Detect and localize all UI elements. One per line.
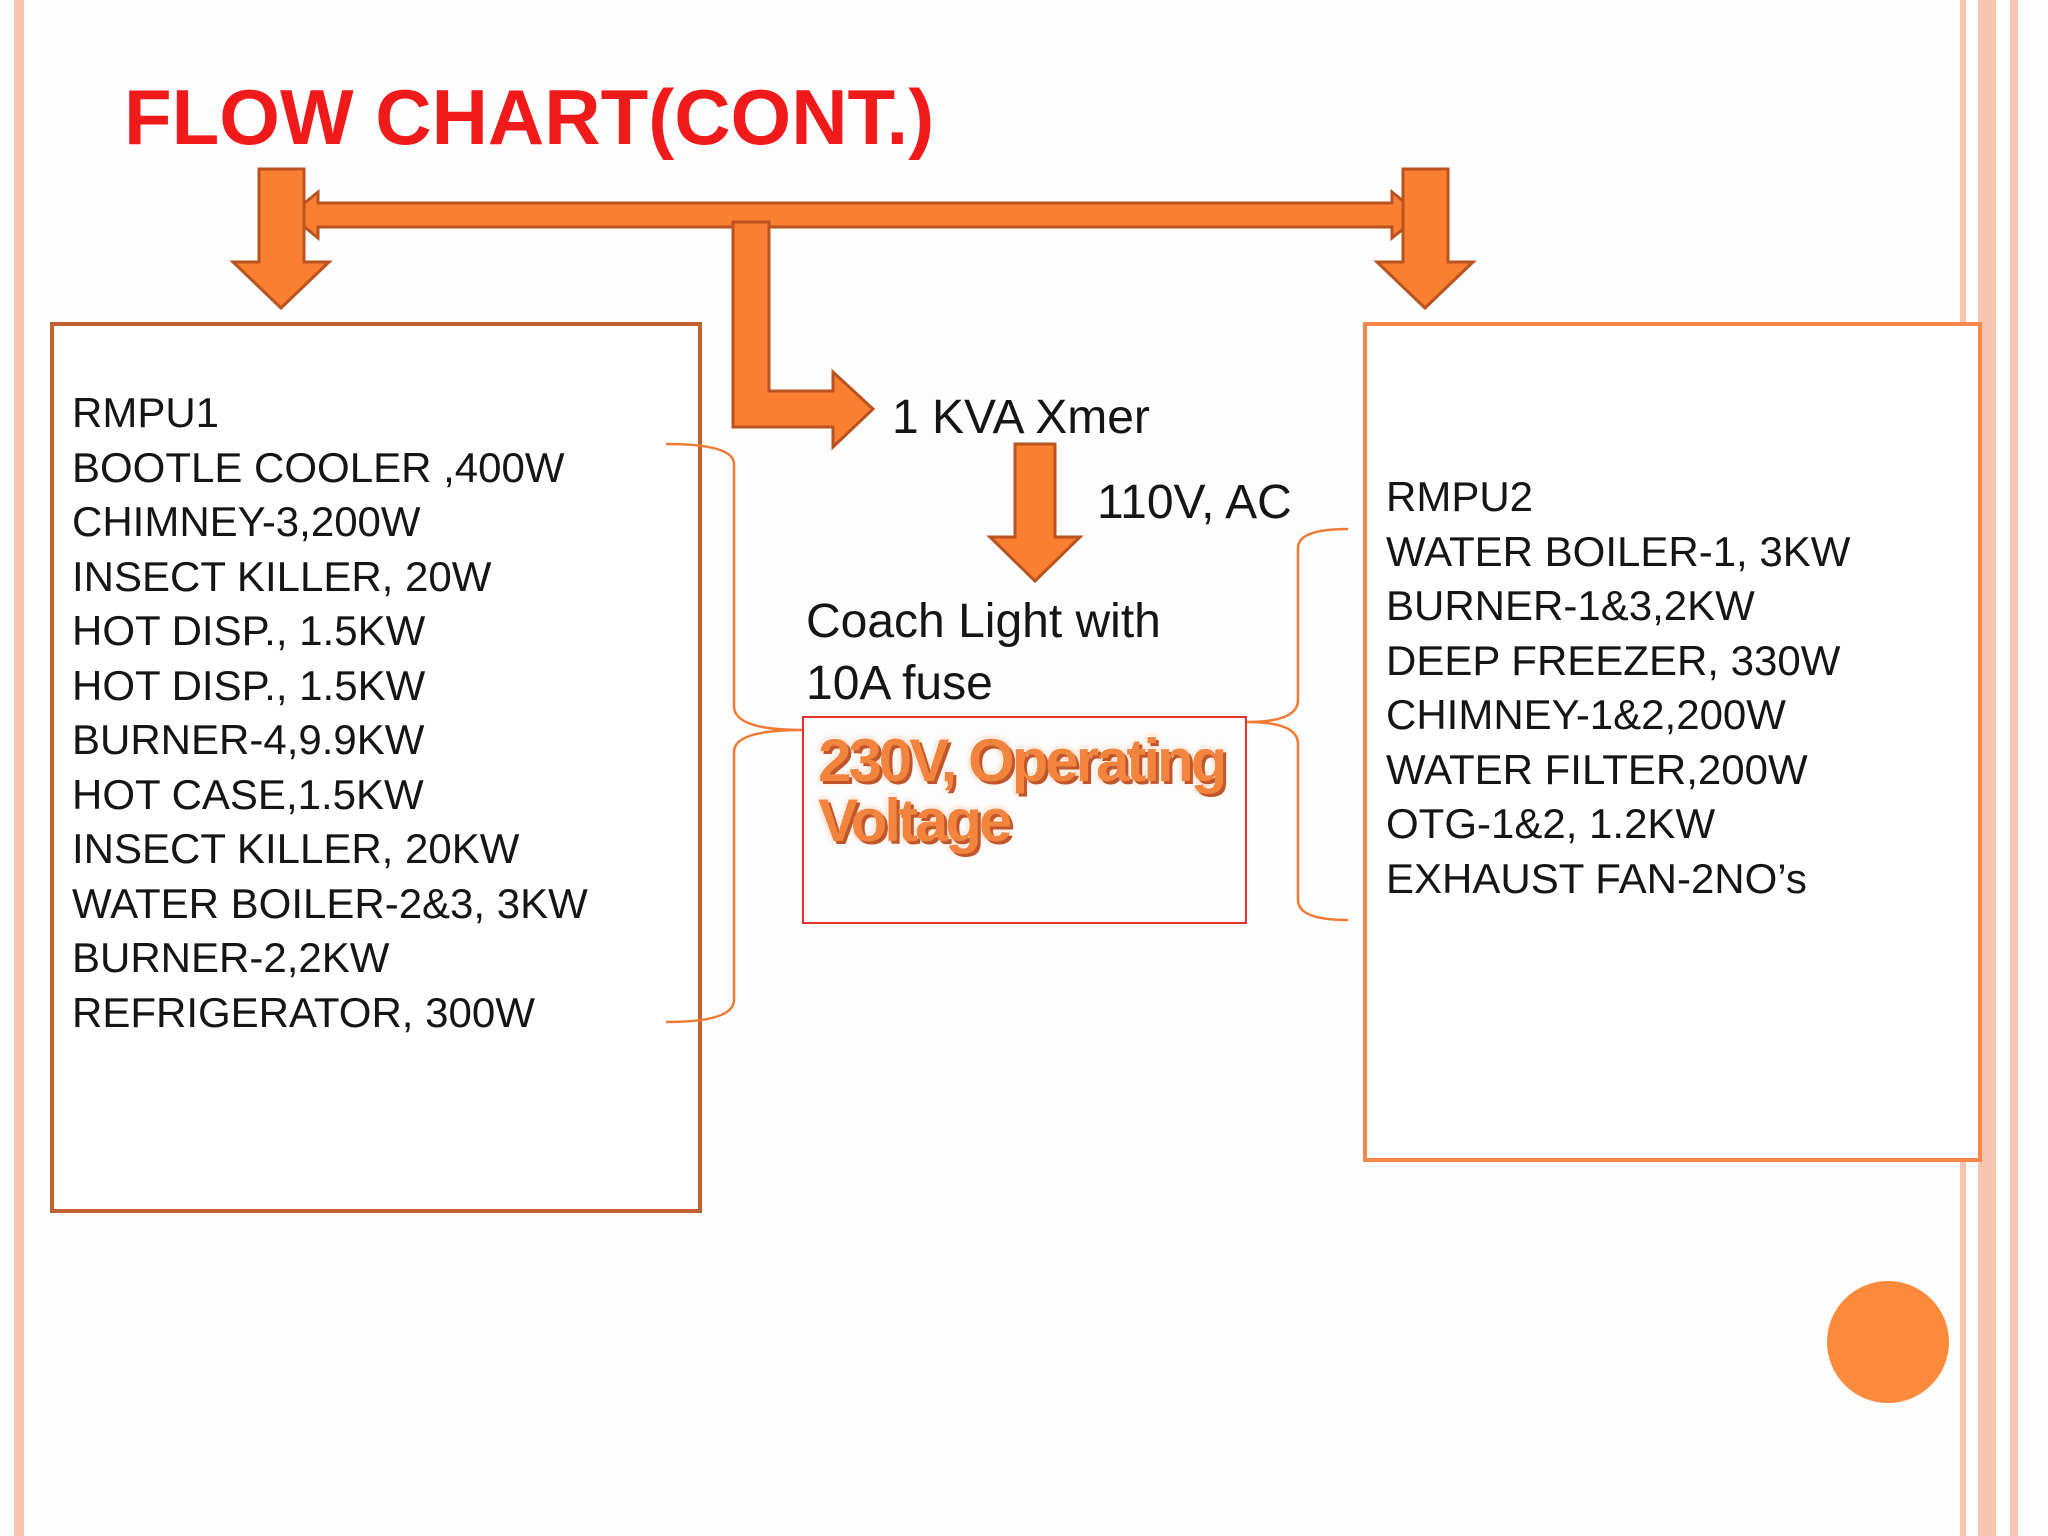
rmpu1-item: INSECT KILLER, 20KW: [72, 825, 520, 872]
transformer-label: 1 KVA Xmer: [892, 391, 1150, 444]
rmpu1-item: HOT CASE,1.5KW: [72, 770, 424, 818]
rmpu2-item: DEEP FREEZER, 330W: [1386, 636, 1841, 684]
rmpu1-item: BURNER-2,2KW: [72, 934, 390, 981]
coach-light-label-line1: Coach Light with: [806, 595, 1161, 648]
operating-voltage-text-line1: 230V, Operating: [818, 727, 1227, 794]
coach-light-label-line2: 10A fuse: [806, 657, 993, 710]
rmpu2-item: WATER FILTER,200W: [1386, 745, 1808, 793]
operating-voltage-text-line2: Voltage: [818, 787, 1012, 854]
double-arrow: [287, 188, 1423, 242]
right-stripe-outer: [1978, 0, 1996, 1536]
rmpu1-item: CHIMNEY-3,200W: [72, 498, 421, 545]
rmpu1-item: BOOTLE COOLER ,400W: [72, 443, 565, 491]
rmpu2-list: RMPU2 WATER BOILER-1, 3KW BURNER-1&3,2KW…: [1386, 470, 1850, 906]
accent-circle: [1827, 1281, 1949, 1403]
ac-voltage-label: 110V, AC: [1097, 476, 1292, 529]
left-brace: [665, 442, 803, 1024]
left-stripe: [14, 0, 24, 1536]
rmpu1-box: [50, 322, 702, 1213]
rmpu1-item: HOT DISP., 1.5KW: [72, 607, 426, 654]
right-down-arrow: [1373, 167, 1477, 311]
rmpu2-item: BURNER-1&3,2KW: [1386, 582, 1755, 629]
slide-title: FLOW CHART(CONT.): [124, 73, 935, 161]
right-brace: [1246, 527, 1349, 922]
rmpu2-heading: RMPU2: [1386, 473, 1534, 520]
transformer-down-arrow: [986, 442, 1084, 584]
rmpu1-item: REFRIGERATOR, 300W: [72, 988, 535, 1036]
rmpu1-list: RMPU1 BOOTLE COOLER ,400W CHIMNEY-3,200W…: [72, 386, 588, 1040]
rmpu1-item: INSECT KILLER, 20W: [72, 552, 492, 600]
rmpu2-box: [1363, 322, 1982, 1162]
left-down-arrow: [229, 167, 333, 311]
rmpu1-item: HOT DISP., 1.5KW: [72, 661, 426, 709]
bent-arrow: [731, 220, 876, 451]
right-stripe-edge: [2010, 0, 2018, 1536]
rmpu2-item: CHIMNEY-1&2,200W: [1386, 691, 1786, 738]
rmpu2-item: EXHAUST FAN-2NO’s: [1386, 854, 1807, 902]
voltage-box: [802, 716, 1247, 924]
rmpu2-item: WATER BOILER-1, 3KW: [1386, 527, 1851, 575]
rmpu1-item: BURNER-4,9.9KW: [72, 716, 425, 763]
rmpu2-item: OTG-1&2, 1.2KW: [1386, 800, 1716, 847]
rmpu1-item: WATER BOILER-2&3, 3KW: [72, 879, 588, 927]
rmpu1-heading: RMPU1: [72, 389, 220, 436]
